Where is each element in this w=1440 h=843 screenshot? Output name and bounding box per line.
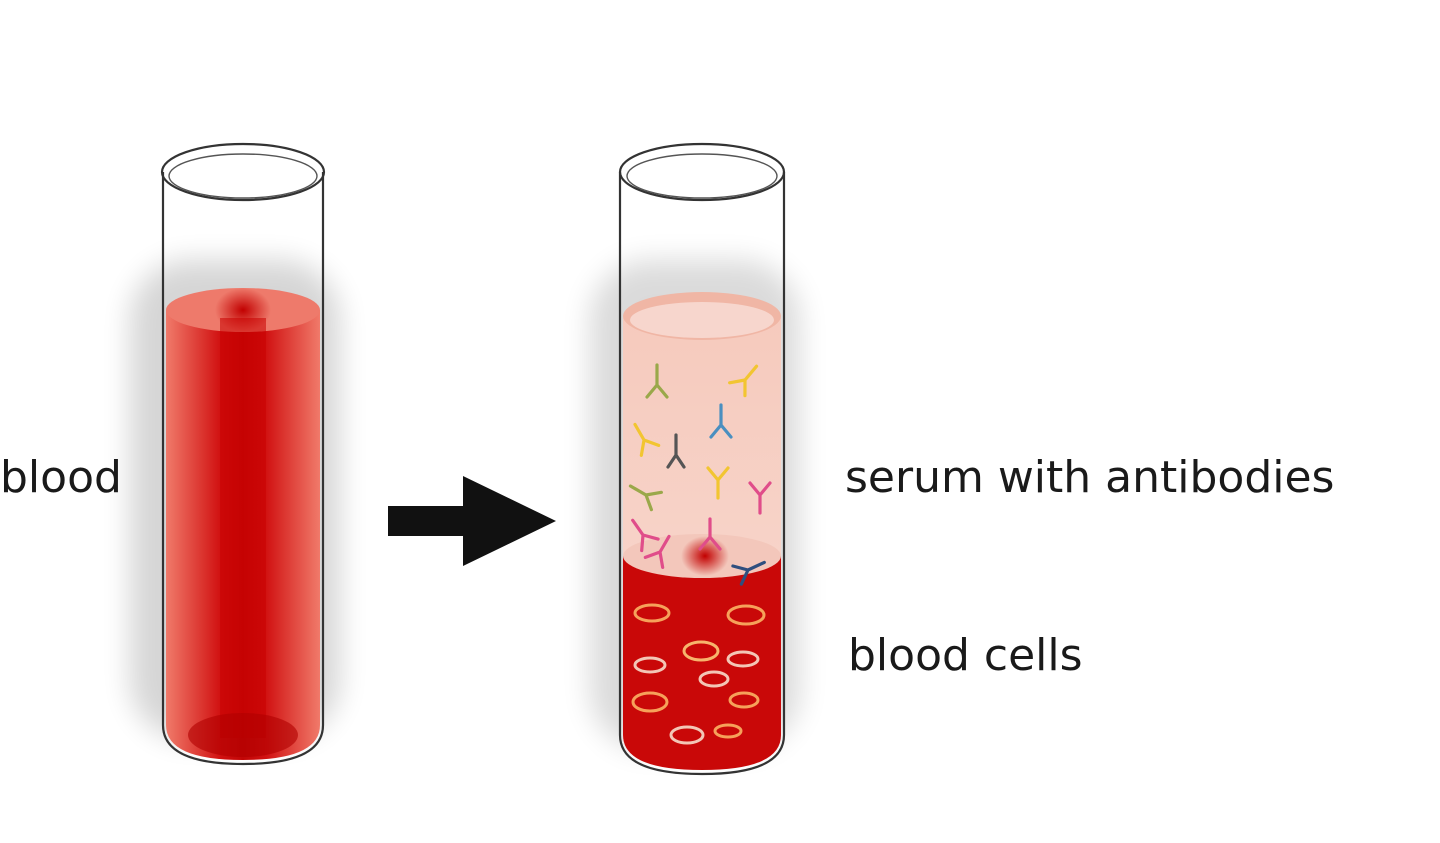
antibody-y-icon bbox=[728, 364, 759, 398]
blood-bottom-glow bbox=[188, 713, 298, 757]
blood-cell bbox=[669, 725, 705, 745]
serum-label: serum with antibodies bbox=[845, 452, 1335, 503]
separated-tube bbox=[590, 142, 800, 776]
tube-rim-outer bbox=[618, 142, 786, 202]
antibody-y-icon bbox=[731, 560, 766, 586]
blood-cell bbox=[631, 691, 669, 713]
antibody-y-icon bbox=[748, 481, 772, 515]
blood-cell bbox=[633, 603, 671, 623]
blood-cell bbox=[726, 650, 760, 668]
blood-cells-layer bbox=[623, 556, 781, 770]
blood-cell-group bbox=[631, 603, 766, 745]
antibody-y-icon bbox=[631, 518, 660, 553]
serum-surface-inner bbox=[630, 302, 774, 338]
antibody-y-icon bbox=[666, 433, 686, 469]
antibody-y-icon bbox=[628, 484, 663, 512]
blood-cell bbox=[728, 691, 760, 709]
blood-tube bbox=[130, 142, 340, 766]
blood-label: blood bbox=[0, 452, 122, 503]
tube-rim-inner bbox=[626, 153, 778, 199]
antibody-y-icon bbox=[633, 422, 661, 457]
antibody-y-icon bbox=[698, 517, 722, 551]
antibody-y-icon bbox=[706, 466, 730, 500]
blood-cell bbox=[713, 723, 743, 739]
tube-glass bbox=[161, 172, 325, 766]
antibody-group bbox=[628, 363, 772, 586]
antibody-y-icon bbox=[645, 363, 669, 399]
tube-rim-inner bbox=[168, 153, 318, 199]
blood-cell bbox=[682, 640, 720, 662]
blood-cell bbox=[698, 670, 730, 688]
blood-cell bbox=[633, 656, 667, 674]
serum-layer bbox=[623, 315, 781, 555]
antibody-y-icon bbox=[709, 403, 733, 439]
antibody-y-icon bbox=[643, 534, 671, 569]
tube-glass bbox=[618, 172, 786, 776]
right-arrow-icon bbox=[388, 476, 556, 566]
blood-cells-label: blood cells bbox=[848, 630, 1083, 681]
tube-rim-outer bbox=[160, 142, 326, 202]
blood-cell bbox=[726, 604, 766, 626]
blood-core-stripe bbox=[220, 318, 266, 738]
